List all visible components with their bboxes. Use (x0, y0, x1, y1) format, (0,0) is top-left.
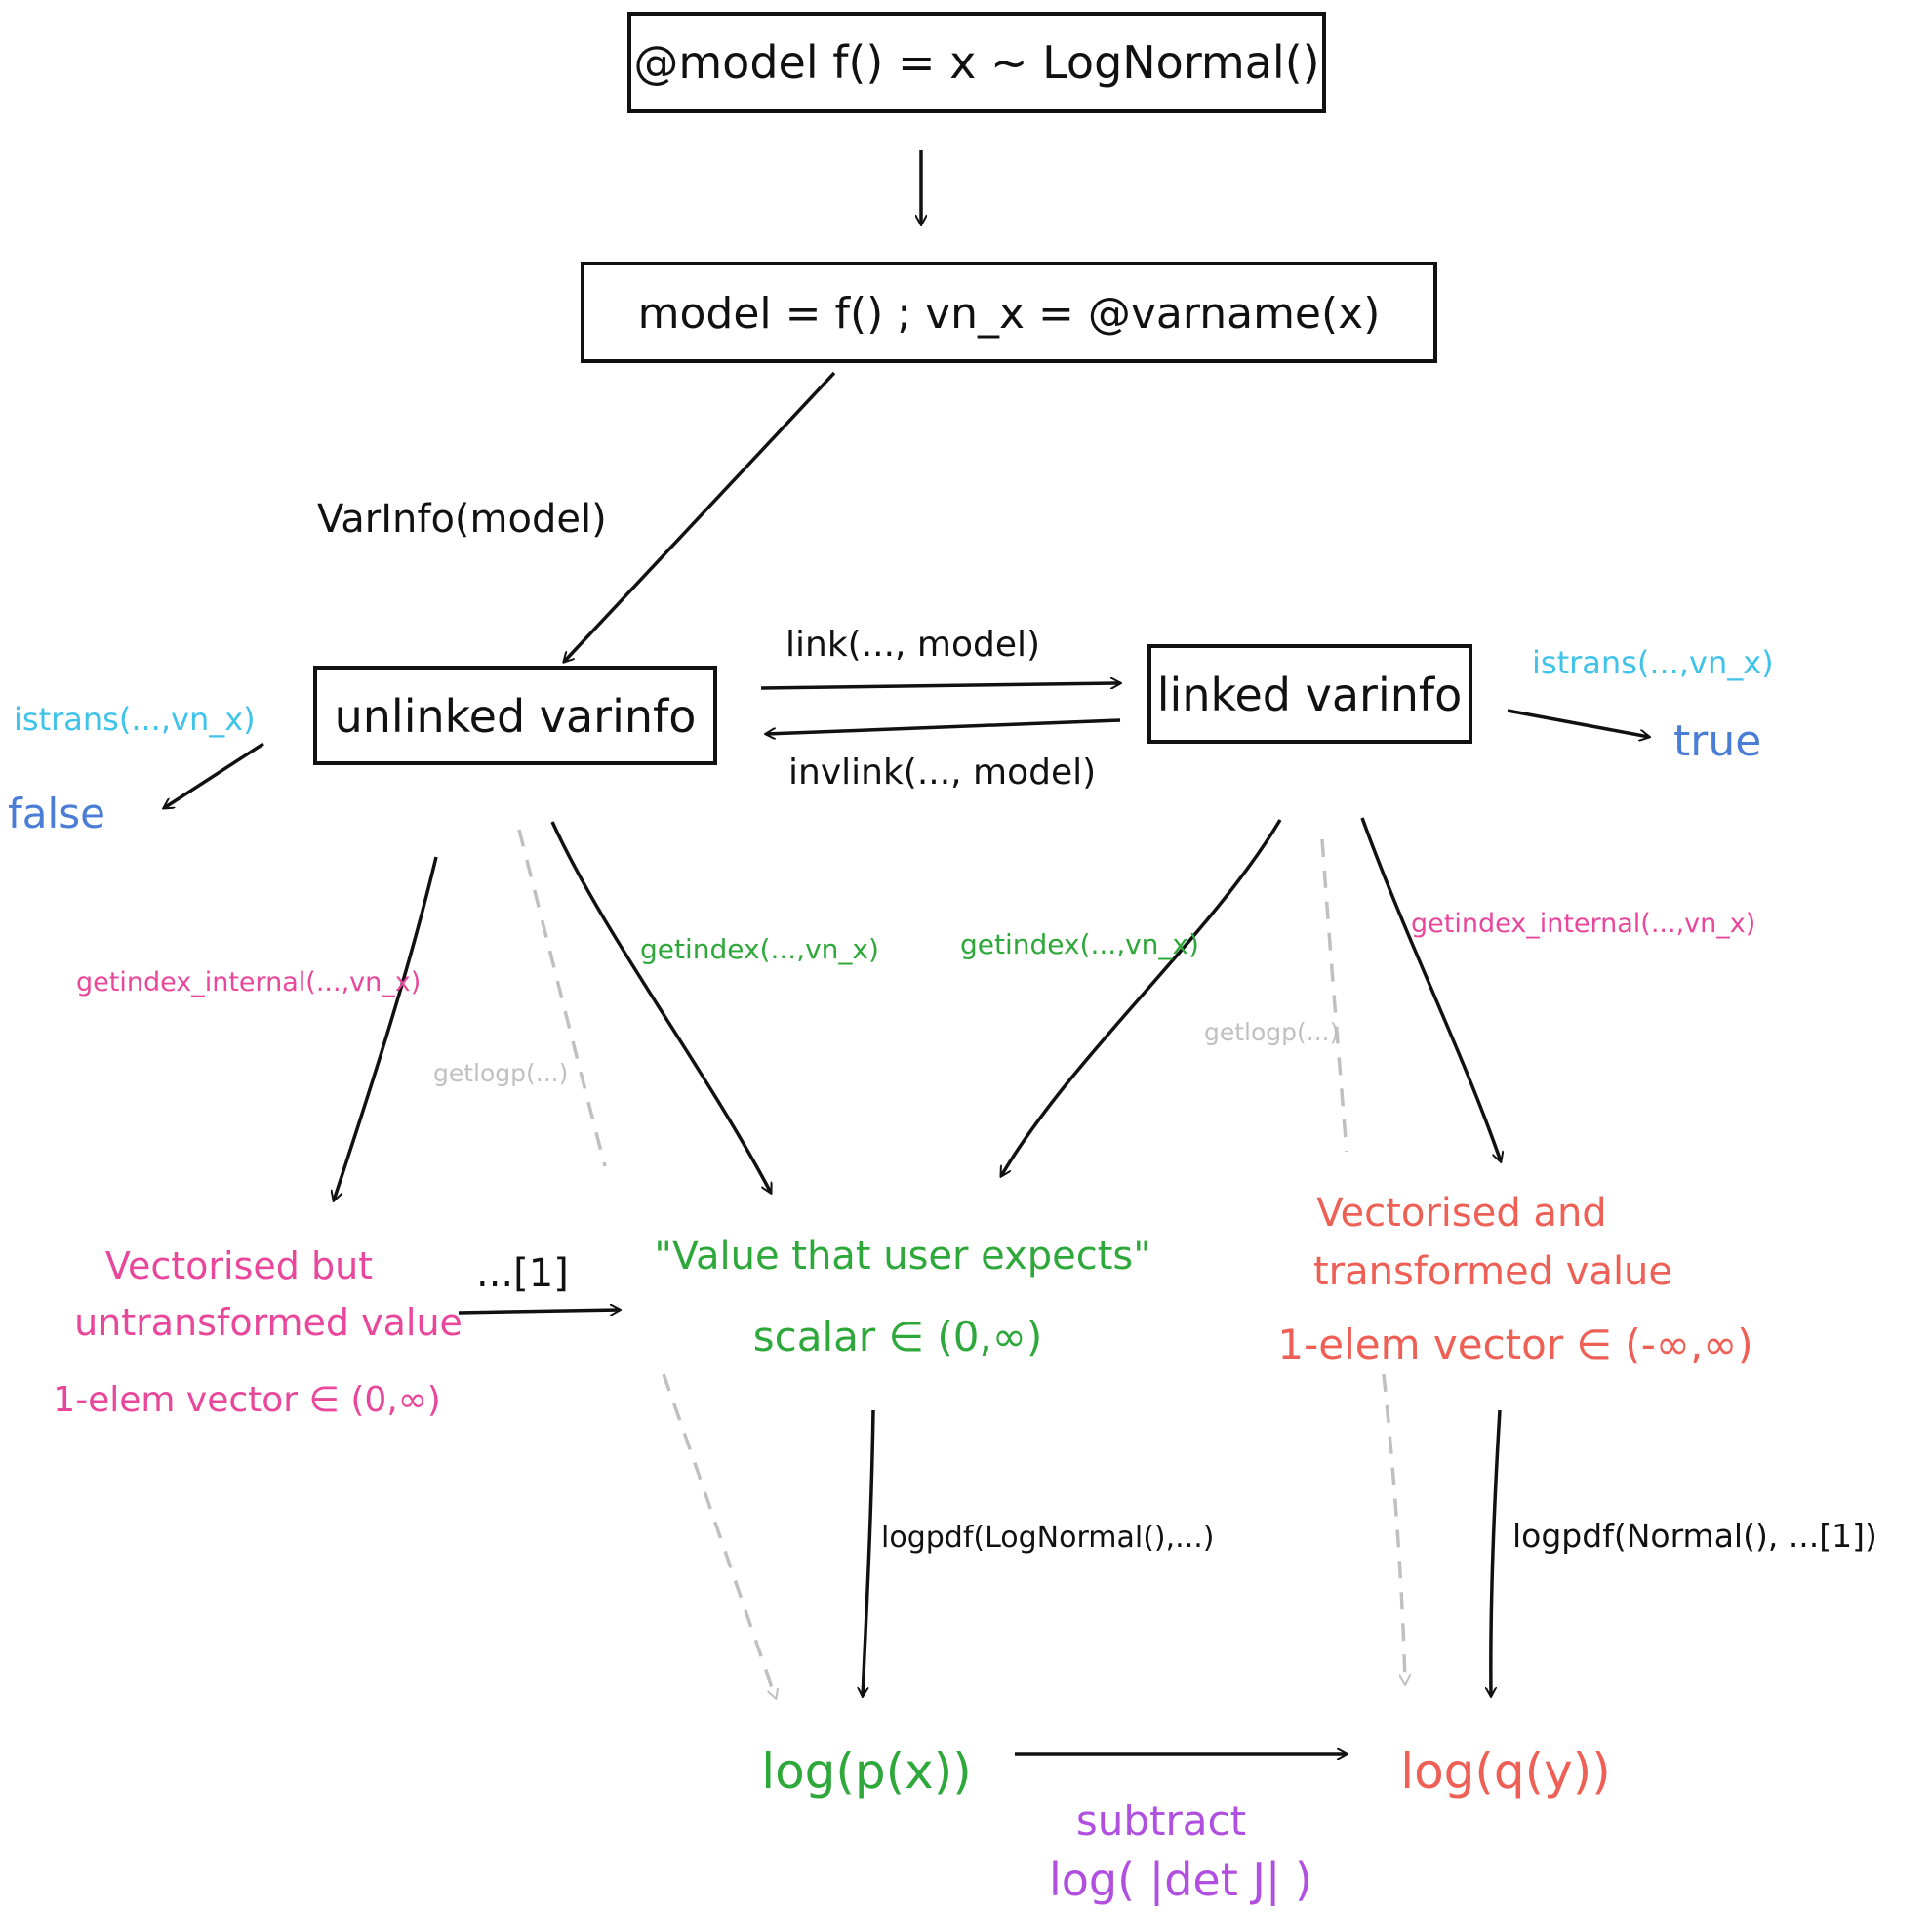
getindex-right-label: getindex(...,vn_x) (960, 928, 1199, 960)
dashed-to-logqy (1382, 1373, 1405, 1684)
arrow-linked-getindex (1001, 819, 1282, 1176)
model-definition-box: @model f() = x ~ LogNormal() (627, 12, 1326, 113)
arrow-index-one (458, 1310, 620, 1313)
model-definition-label: @model f() = x ~ LogNormal() (633, 36, 1319, 89)
dashed-linked-getlogp (1320, 838, 1348, 1153)
vectorised-transformed-node: Vectorised and transformed value 1-elem … (1277, 1191, 1752, 1368)
true-result: true (1673, 716, 1761, 766)
arrow-invlink (766, 718, 1121, 734)
user-value-line1: "Value that user expects" (654, 1234, 1150, 1279)
user-value-node: "Value that user expects" scalar ∈ (0,∞) (654, 1234, 1150, 1361)
dashed-to-logpx (662, 1373, 776, 1698)
false-result: false (8, 790, 105, 837)
vectorised-transformed-line1: Vectorised and (1316, 1191, 1606, 1236)
index-one-label: ...[1] (476, 1251, 569, 1296)
arrow-linked-getindex-internal (1360, 817, 1501, 1161)
varinfo-call-label: VarInfo(model) (317, 497, 607, 542)
unlinked-varinfo-label: unlinked varinfo (335, 690, 697, 743)
arrow-unlinked-getindex-internal (334, 856, 438, 1200)
invlink-label: invlink(..., model) (788, 753, 1096, 793)
subtract-label: subtract (1076, 1797, 1246, 1845)
istrans-right-label: istrans(...,vn_x) (1532, 644, 1774, 681)
getindex-left-label: getindex(...,vn_x) (640, 933, 879, 965)
model-instance-box: model = f() ; vn_x = @varname(x) (581, 262, 1437, 363)
model-instance-label: model = f() ; vn_x = @varname(x) (638, 289, 1381, 339)
log-p-x-node: log(p(x)) (761, 1743, 972, 1800)
linked-varinfo-label: linked varinfo (1157, 669, 1462, 721)
vectorised-transformed-line3: 1-elem vector ∈ (-∞,∞) (1277, 1321, 1752, 1368)
logpdf-normal-label: logpdf(Normal(), ...[1]) (1512, 1517, 1877, 1555)
arrow-logpdf-normal (1491, 1409, 1502, 1696)
vectorised-untransformed-line2: untransformed value (74, 1301, 463, 1344)
vectorised-transformed-line2: transformed value (1313, 1249, 1672, 1294)
getlogp-right-label: getlogp(...) (1204, 1018, 1339, 1046)
vectorised-untransformed-node: Vectorised but untransformed value 1-ele… (53, 1244, 463, 1420)
linked-varinfo-box: linked varinfo (1147, 644, 1472, 744)
logpdf-lognormal-label: logpdf(LogNormal(),...) (881, 1521, 1214, 1555)
arrow-istrans-false (164, 742, 264, 808)
dashed-unlinked-getlogp (517, 829, 607, 1167)
getlogp-left-label: getlogp(...) (433, 1059, 568, 1087)
user-value-line2: scalar ∈ (0,∞) (753, 1313, 1043, 1361)
istrans-left-label: istrans(...,vn_x) (14, 701, 256, 738)
log-q-y-node: log(q(y)) (1400, 1743, 1611, 1800)
arrow-logpdf-lognormal (863, 1409, 875, 1696)
unlinked-varinfo-box: unlinked varinfo (313, 666, 717, 765)
getindex-internal-left-label: getindex_internal(...,vn_x) (76, 967, 421, 997)
arrow-link (760, 683, 1120, 690)
arrow-unlinked-getindex (550, 821, 771, 1193)
log-det-jacobian-label: log( |det J| ) (1049, 1853, 1312, 1907)
arrow-istrans-true (1507, 709, 1649, 737)
getindex-internal-right-label: getindex_internal(...,vn_x) (1411, 909, 1755, 939)
arrow-instance-to-unlinked (564, 371, 836, 662)
link-label: link(..., model) (785, 625, 1040, 665)
vectorised-untransformed-line3: 1-elem vector ∈ (0,∞) (53, 1380, 441, 1420)
vectorised-untransformed-line1: Vectorised but (105, 1244, 373, 1287)
